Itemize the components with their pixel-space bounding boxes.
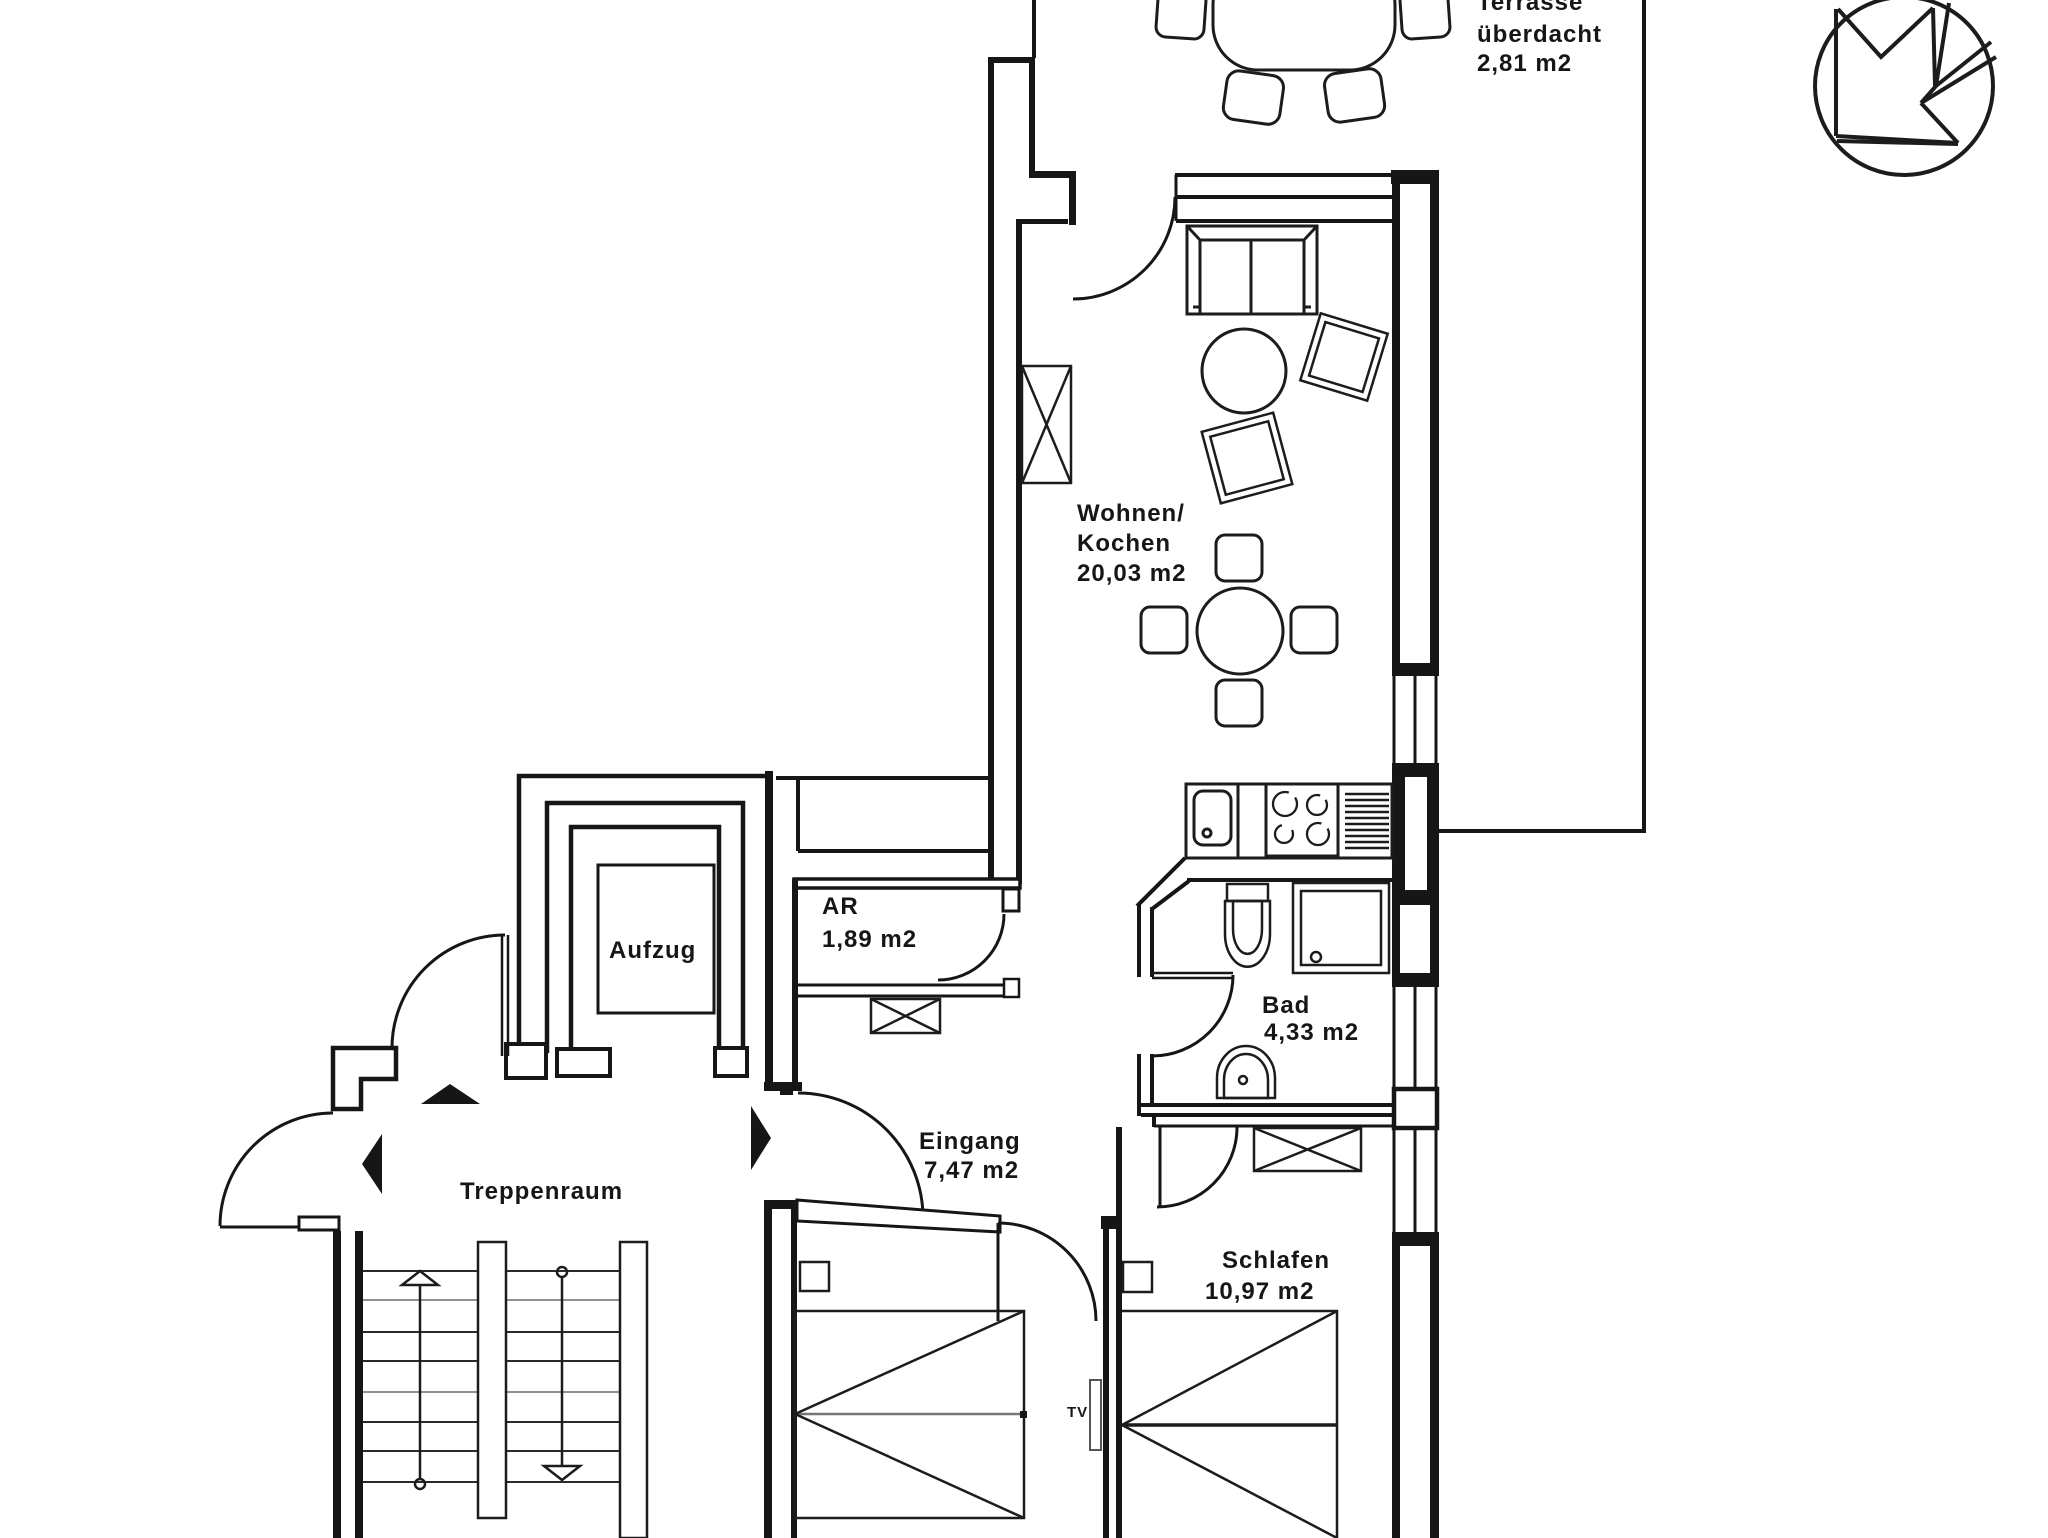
svg-text:20,03 m2: 20,03 m2 xyxy=(1077,560,1186,587)
svg-text:Terrasse: Terrasse xyxy=(1477,0,1583,16)
svg-text:4,33 m2: 4,33 m2 xyxy=(1264,1019,1359,1046)
svg-text:Treppenraum: Treppenraum xyxy=(460,1178,623,1205)
svg-text:Eingang: Eingang xyxy=(919,1128,1021,1155)
svg-text:Kochen: Kochen xyxy=(1077,530,1171,557)
svg-text:Aufzug: Aufzug xyxy=(609,937,696,964)
svg-text:7,47 m2: 7,47 m2 xyxy=(924,1157,1019,1184)
svg-text:TV: TV xyxy=(1067,1404,1088,1421)
svg-text:AR: AR xyxy=(822,893,859,920)
svg-text:2,81 m2: 2,81 m2 xyxy=(1477,50,1572,77)
svg-text:10,97 m2: 10,97 m2 xyxy=(1205,1278,1314,1305)
svg-text:Bad: Bad xyxy=(1262,992,1310,1019)
svg-text:Schlafen: Schlafen xyxy=(1222,1247,1330,1274)
svg-text:Wohnen/: Wohnen/ xyxy=(1077,500,1185,527)
svg-text:überdacht: überdacht xyxy=(1477,21,1602,48)
svg-text:1,89 m2: 1,89 m2 xyxy=(822,926,917,953)
